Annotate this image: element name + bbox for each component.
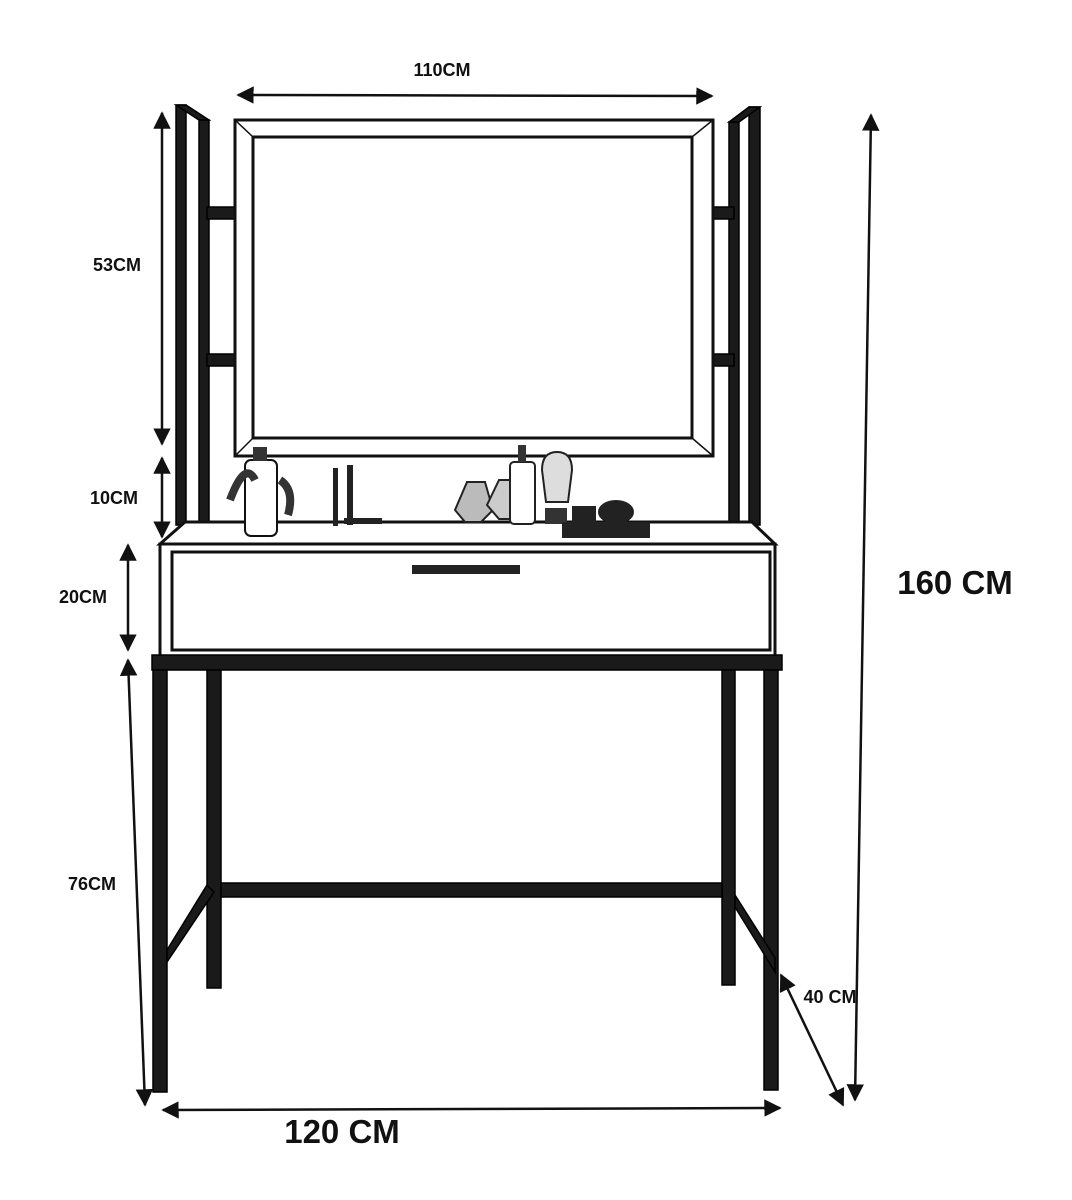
depth-label: 40 CM <box>803 987 856 1007</box>
drawer <box>158 542 777 660</box>
mirror-height-label: 53CM <box>93 255 141 275</box>
total-width-dimension-line <box>161 1099 782 1119</box>
mirror <box>233 118 715 458</box>
leg-height-label: 76CM <box>68 874 116 894</box>
drawer-handle <box>412 565 520 574</box>
total-height-label: 160 CM <box>897 564 1013 601</box>
table-base-frame <box>151 654 783 1093</box>
left-mirror-frame <box>173 104 238 526</box>
drawer-height-label: 20CM <box>59 587 107 607</box>
desk-accessories <box>226 445 650 538</box>
total-height-dimension-line <box>846 113 880 1102</box>
total-width-label: 120 CM <box>284 1113 400 1150</box>
depth-dimension-line <box>779 973 845 1107</box>
mirror-width-dimension-line <box>236 86 714 105</box>
mirror-width-label: 110CM <box>413 60 470 80</box>
gap-height-label: 10CM <box>90 488 138 508</box>
right-mirror-frame <box>709 106 763 526</box>
leg-height-dimension-line <box>119 658 154 1107</box>
